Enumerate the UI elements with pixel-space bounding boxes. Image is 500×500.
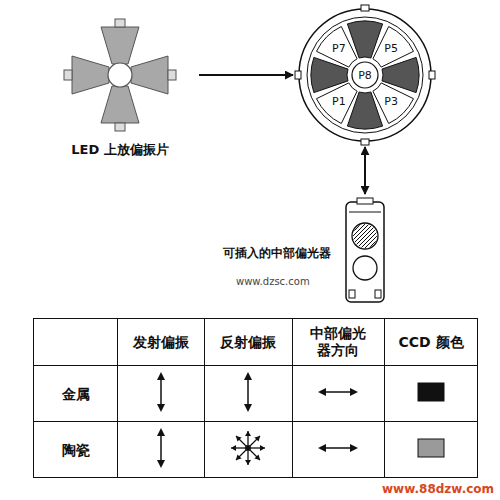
watermark: www.dzsc.com	[236, 276, 310, 287]
horizontal-polarization-arrow	[318, 438, 358, 458]
table-cell: 反射偏振	[204, 319, 292, 366]
figure-outline	[65, 5, 175, 160]
table-cell: 发射偏振	[118, 319, 204, 366]
polarizer-sheet: LED 上放偏振片	[65, 5, 175, 160]
table-cell	[204, 422, 292, 478]
arrow-connector	[199, 74, 293, 76]
vertical-polarization-arrow	[151, 428, 171, 468]
horizontal-polarization-arrow	[318, 382, 358, 402]
figure-caption: LED 上放偏振片	[71, 141, 168, 159]
led-label: P5	[384, 42, 398, 55]
table-cell	[292, 366, 384, 422]
table-header: 金属	[62, 386, 90, 402]
table-cell	[34, 319, 118, 366]
black-color-swatch	[416, 381, 446, 403]
figure-outline	[345, 198, 385, 303]
led-ring: P7 P5P1 P3 P8	[297, 7, 433, 143]
table-cell: CCD 颜色	[384, 319, 477, 366]
random-polarization-star	[228, 428, 268, 468]
led-label: P3	[384, 95, 398, 108]
table-header: 发射偏振	[133, 334, 189, 350]
led-label: P7	[332, 42, 346, 55]
center-led-circle: P8	[352, 62, 378, 88]
watermark: www.88dzw.com	[382, 482, 494, 496]
table-header: CCD 颜色	[398, 334, 463, 350]
figure-caption: 可插入的中部偏光器	[223, 245, 331, 262]
table-header: 陶瓷	[62, 442, 90, 458]
table-cell: 金属	[34, 366, 118, 422]
table-cell	[118, 422, 204, 478]
gray-color-swatch	[416, 437, 446, 459]
vertical-polarization-arrow	[238, 372, 258, 412]
led-label: P8	[358, 69, 372, 82]
table-header: 中部偏光器方向	[310, 325, 367, 360]
comparison-table: 发射偏振 反射偏振 中部偏光器方向 CCD 颜色 金属 陶瓷	[33, 318, 478, 478]
table-header: 反射偏振	[220, 334, 276, 350]
table-cell	[292, 422, 384, 478]
table-cell: 陶瓷	[34, 422, 118, 478]
insertable-polarizer: 可插入的中部偏光器	[345, 198, 385, 303]
table-cell	[118, 366, 204, 422]
table-cell	[204, 366, 292, 422]
led-label: P1	[332, 95, 346, 108]
vertical-polarization-arrow	[151, 372, 171, 412]
arrow-connector	[364, 147, 366, 194]
table-cell: 中部偏光器方向	[292, 319, 384, 366]
table-cell	[384, 422, 477, 478]
table-cell	[384, 366, 477, 422]
